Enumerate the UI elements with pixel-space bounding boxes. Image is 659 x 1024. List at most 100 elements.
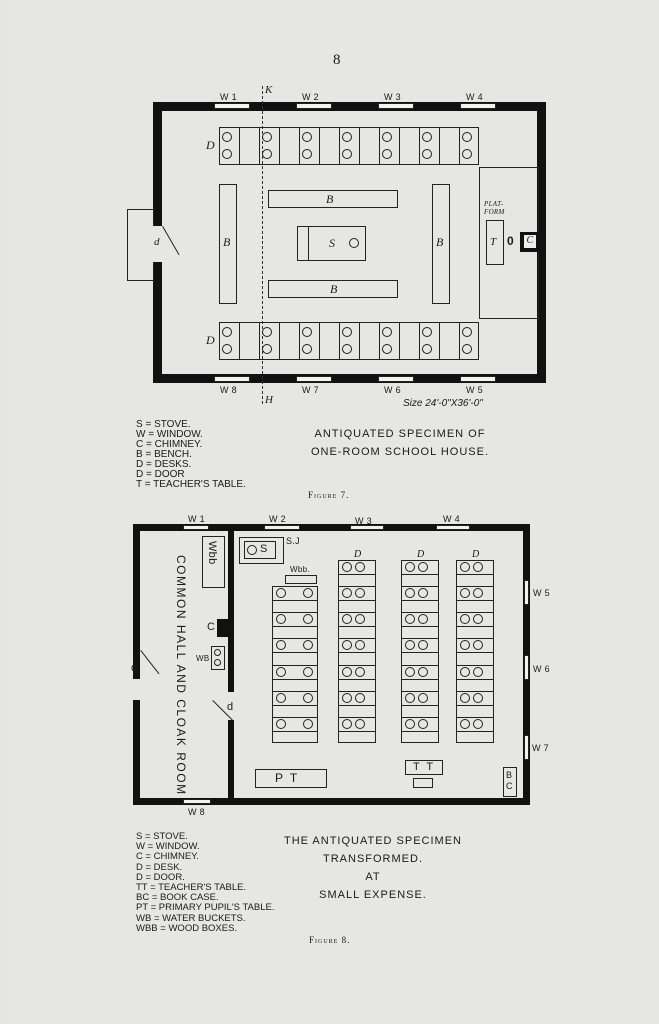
door-label: d xyxy=(154,236,160,248)
legend-item: C = Chimney. xyxy=(136,851,199,863)
seat-icon xyxy=(355,562,365,572)
outer-door-label: d xyxy=(131,662,138,674)
desk-divider xyxy=(272,716,318,718)
bench-top xyxy=(268,190,398,208)
seat-icon xyxy=(276,588,286,598)
desk-label: D xyxy=(354,549,362,560)
legend-item: B = Bench. xyxy=(136,449,192,460)
seat-icon xyxy=(460,614,470,625)
desk-column xyxy=(401,560,439,743)
desk-label-bottom: D xyxy=(206,333,215,347)
title-line: One-Room School House. xyxy=(310,446,490,458)
legend-item: TT = Teacher's Table. xyxy=(136,882,247,894)
seat-icon xyxy=(418,692,428,703)
desk-divider xyxy=(272,678,318,680)
desk-divider xyxy=(399,127,401,165)
stove-pipe-icon xyxy=(349,238,359,248)
seat-icon xyxy=(303,718,313,729)
wall-bottom xyxy=(133,798,530,805)
teacher-chair-icon: 0 xyxy=(507,234,514,248)
label-w3: W 3 xyxy=(355,516,372,526)
desk-divider xyxy=(456,612,494,614)
desk-divider xyxy=(259,322,261,360)
wall-top xyxy=(153,102,546,111)
stove-pipe-icon xyxy=(247,545,257,555)
desk-divider xyxy=(456,730,494,732)
section-mark-k: K xyxy=(265,84,273,96)
primary-table-label: P T xyxy=(275,771,300,785)
door-opening xyxy=(153,226,162,262)
seat-icon xyxy=(262,132,272,142)
window-w4 xyxy=(460,103,496,109)
desk-divider xyxy=(272,626,318,628)
stove-label: S xyxy=(329,236,336,250)
stove xyxy=(244,541,276,559)
seat-icon xyxy=(382,327,392,337)
window-w1 xyxy=(183,525,209,530)
label-w6: W 6 xyxy=(533,664,550,674)
seat-icon xyxy=(473,666,483,677)
seat-icon xyxy=(355,666,365,677)
window-w5 xyxy=(524,580,529,605)
desk-divider xyxy=(456,600,494,602)
seat-icon xyxy=(222,327,232,337)
seat-icon xyxy=(222,344,232,354)
desk-divider xyxy=(456,704,494,706)
window-w3 xyxy=(378,103,414,109)
seat-icon xyxy=(422,344,432,354)
label-w1: W 1 xyxy=(220,92,237,102)
desk-divider xyxy=(456,638,494,640)
stove-divider xyxy=(308,226,310,261)
seat-icon xyxy=(303,666,313,677)
label-w5: W 5 xyxy=(533,588,550,598)
desk-divider xyxy=(272,664,318,666)
seat-icon xyxy=(382,132,392,142)
wall-right xyxy=(537,102,546,383)
desk-divider xyxy=(459,127,461,165)
desk-divider xyxy=(401,652,439,654)
desk-divider xyxy=(319,322,321,360)
wood-box-room xyxy=(285,575,317,584)
figure7-caption: Figure 7. xyxy=(308,490,350,500)
desk-divider xyxy=(401,600,439,602)
desk-divider xyxy=(279,322,281,360)
seat-icon xyxy=(460,718,470,729)
desk-divider xyxy=(456,574,494,575)
seat-icon xyxy=(342,588,352,599)
seat-icon xyxy=(418,640,428,651)
desk-divider xyxy=(459,322,461,360)
label-w8: W 8 xyxy=(188,807,205,817)
desk-divider xyxy=(456,664,494,666)
desk-divider xyxy=(401,690,439,692)
label-w3: W 3 xyxy=(384,92,401,102)
desk-divider xyxy=(272,600,318,601)
desk-divider xyxy=(359,127,361,165)
desk-divider xyxy=(338,612,376,614)
legend-item: W = Window. xyxy=(136,429,203,440)
seat-icon xyxy=(355,692,365,703)
legend-item: T = Teacher's Table. xyxy=(136,479,246,490)
title-line: Transformed. xyxy=(323,853,423,865)
bench-left-label: B xyxy=(223,235,231,249)
seat-icon xyxy=(342,562,352,572)
figure8-title: The Antiquated Specimen Transformed. At … xyxy=(268,832,478,904)
desk-divider xyxy=(339,322,341,360)
window-w4 xyxy=(436,525,470,530)
desk-column xyxy=(338,560,376,743)
seat-icon xyxy=(342,344,352,354)
desk-divider xyxy=(338,664,376,666)
seat-icon xyxy=(342,327,352,337)
desk-divider xyxy=(272,704,318,706)
seat-icon xyxy=(342,666,352,677)
seat-icon xyxy=(405,666,415,677)
porch xyxy=(127,209,154,281)
desk-divider xyxy=(338,716,376,718)
desk-divider xyxy=(338,678,376,680)
wood-box-hall-label: Wbb xyxy=(206,541,218,565)
teacher-table-label: T xyxy=(490,236,497,248)
seat-icon xyxy=(473,718,483,729)
desk-row-top xyxy=(219,127,479,165)
seat-icon xyxy=(405,692,415,703)
title-line: At xyxy=(365,871,381,883)
seat-icon xyxy=(382,344,392,354)
